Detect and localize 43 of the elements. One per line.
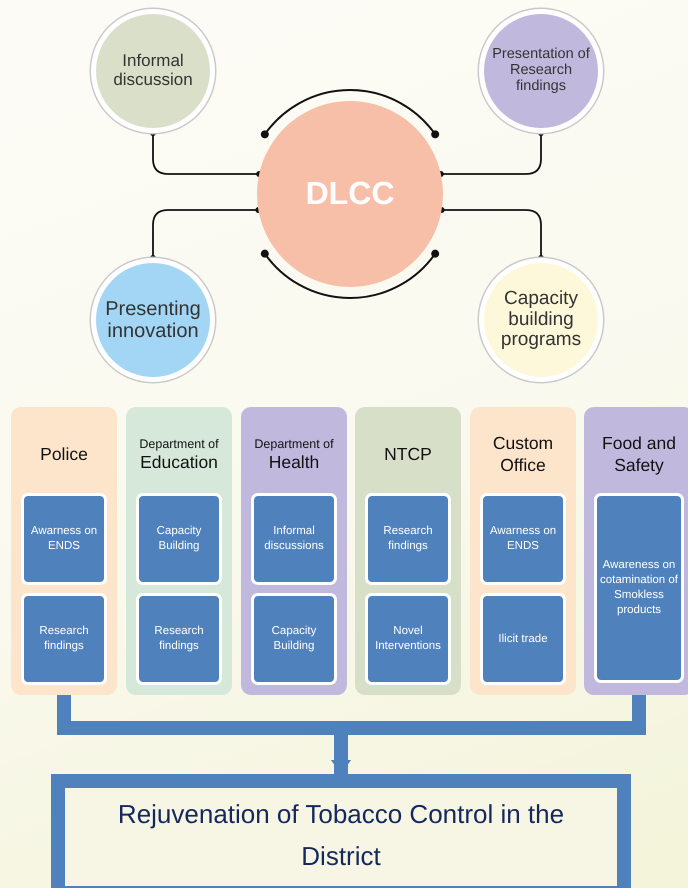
department-heading: NTCP <box>383 444 433 466</box>
department-heading: Health <box>268 452 320 474</box>
activity-label: Research findings <box>38 624 90 654</box>
topic-label: Informal discussion <box>112 52 194 90</box>
topic-label: Presenting innovation <box>104 298 202 342</box>
outcome-box <box>51 774 631 888</box>
activity-label: Informal discussions <box>263 524 325 554</box>
activity-box <box>21 593 107 685</box>
department-heading: Food and Safety <box>601 433 677 477</box>
activity-label: Ilicit trade <box>498 632 548 646</box>
activity-label: Capacity Building <box>270 624 318 654</box>
topic-label: Presentation of Research findings <box>491 47 591 95</box>
outcome-label: Rejuvenation of Tobacco Control in the District <box>116 798 566 873</box>
department-column <box>241 407 347 695</box>
department-column <box>355 407 461 695</box>
activity-box <box>365 493 451 585</box>
department-column <box>584 407 688 695</box>
activity-box <box>480 493 566 585</box>
activity-label: Research findings <box>153 624 205 654</box>
department-heading: Custom Office <box>492 433 554 477</box>
department-heading: Department of <box>138 436 220 452</box>
activity-box <box>365 593 451 685</box>
activity-label: Capacity Building <box>156 524 202 554</box>
activity-box <box>21 493 107 585</box>
activity-box <box>136 593 222 685</box>
activity-label: Awarness on ENDS <box>30 524 98 554</box>
department-column <box>470 407 576 695</box>
activity-box <box>480 593 566 685</box>
department-heading: Police <box>39 444 89 466</box>
activity-label: Awarness on ENDS <box>488 524 558 554</box>
hub-label: DLCC <box>304 176 396 212</box>
department-column <box>126 407 232 695</box>
activity-box <box>251 493 337 585</box>
department-heading: Education <box>139 452 219 474</box>
activity-label: Research findings <box>382 524 434 554</box>
activity-box <box>251 593 337 685</box>
topic-label: Capacity building programs <box>500 288 582 352</box>
department-heading: Department of <box>253 436 335 452</box>
activity-box <box>594 493 684 683</box>
activity-label: Awareness on cotamination of Smokless products <box>599 558 679 618</box>
activity-box <box>136 493 222 585</box>
department-column <box>11 407 117 695</box>
activity-label: Novel Interventions <box>374 624 442 654</box>
